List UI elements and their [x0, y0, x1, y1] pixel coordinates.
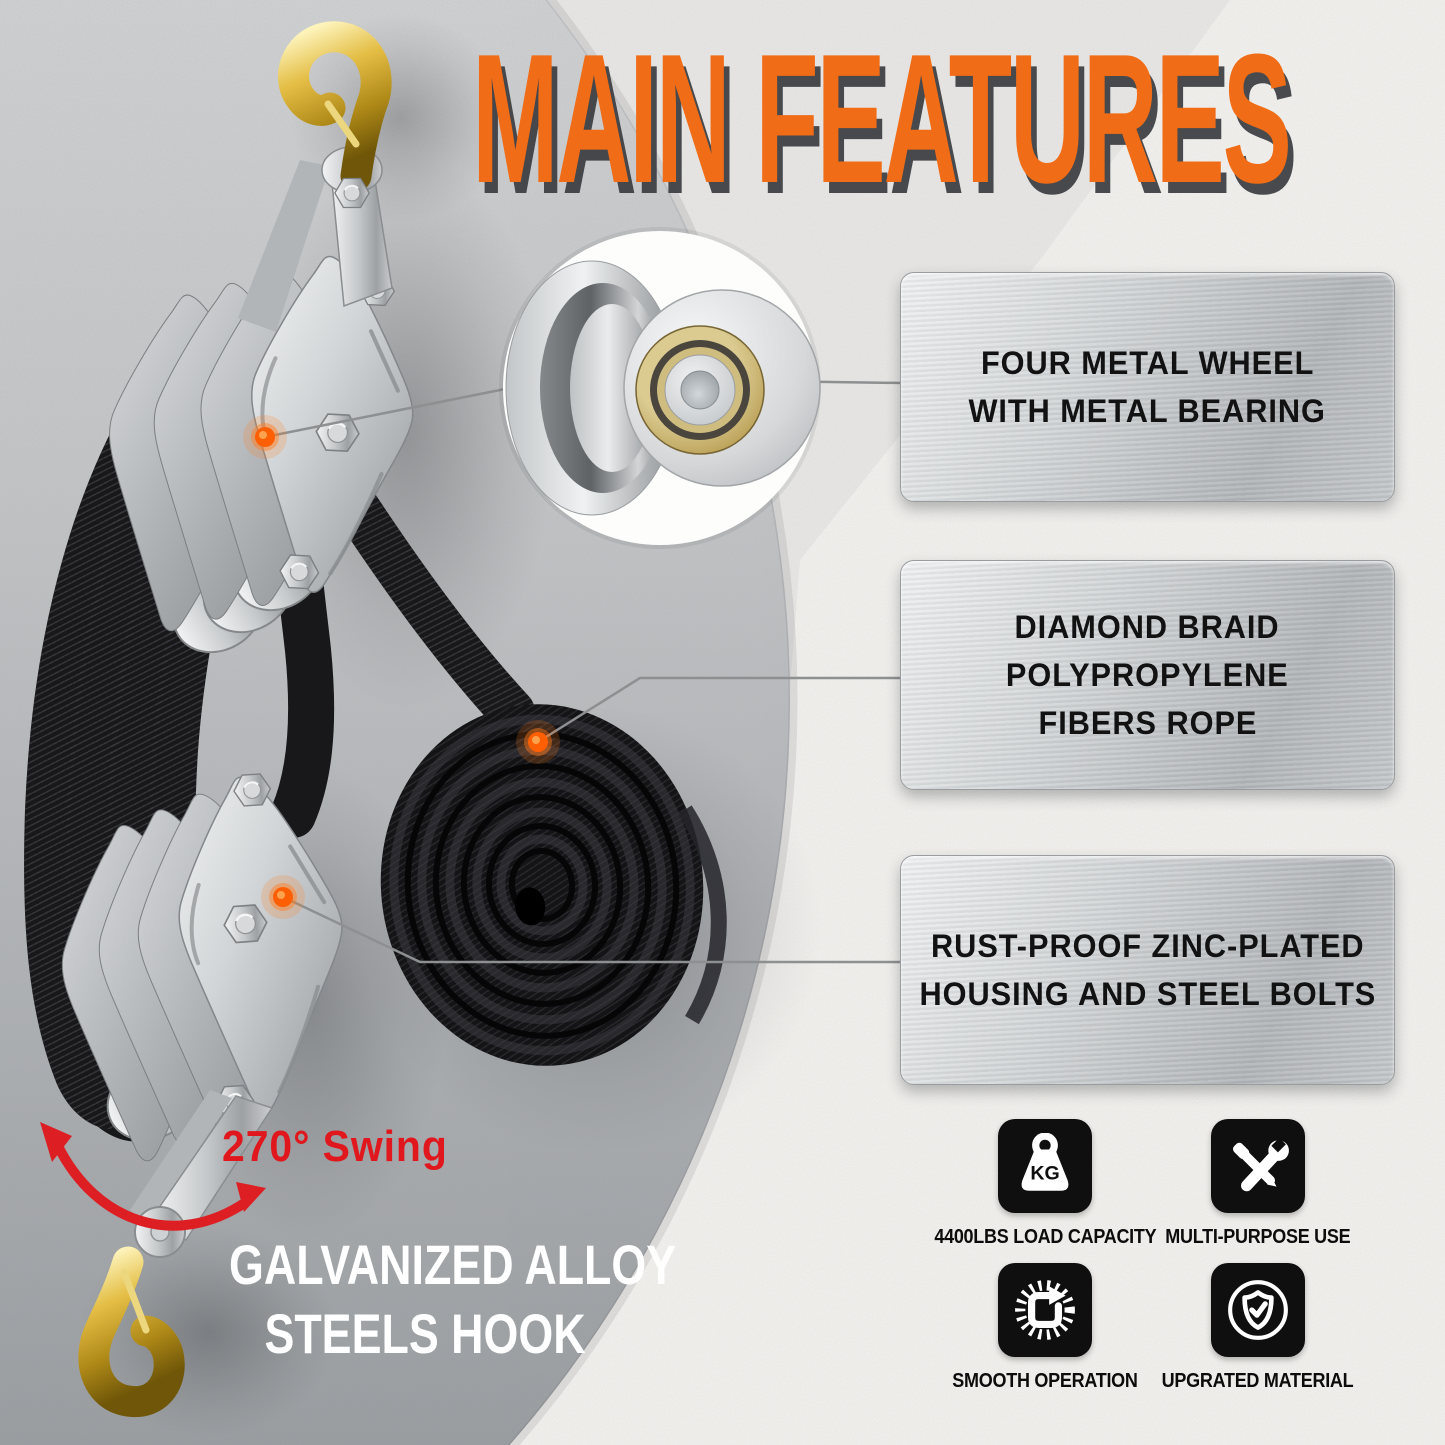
feature-plate-line: POLYPROPYLENE	[1006, 657, 1289, 693]
lower-swivel-strap	[150, 1095, 274, 1242]
hook-caption: GALVANIZED ALLOY STEELS HOOK	[229, 1230, 677, 1368]
badge-caption: SMOOTH OPERATION	[952, 1370, 1138, 1392]
swing-annotation: 270° Swing	[222, 1122, 448, 1171]
feature-plate-rope: DIAMOND BRAID POLYPROPYLENE FIBERS ROPE	[900, 560, 1395, 790]
svg-text:KG: KG	[1030, 1162, 1059, 1184]
badge-tile	[1211, 1119, 1305, 1213]
top-hook	[278, 21, 392, 192]
feature-plate-line: HOUSING AND STEEL BOLTS	[919, 976, 1376, 1012]
feature-plate-housing: RUST-PROOF ZINC-PLATED HOUSING AND STEEL…	[900, 855, 1395, 1085]
feature-plate-line: RUST-PROOF ZINC-PLATED	[930, 928, 1365, 964]
weight-kg-icon: KG	[1021, 1133, 1069, 1191]
gear-rotation-icon	[1015, 1280, 1075, 1340]
callout-dot-housing	[261, 875, 305, 919]
feature-plate-line: FIBERS ROPE	[1038, 705, 1257, 741]
shield-check-icon	[1228, 1280, 1288, 1340]
callout-dots	[243, 415, 560, 919]
callout-line-rope	[537, 676, 902, 744]
badge-load-capacity: KG 4400LBS LOAD CAPACITY	[933, 1119, 1157, 1249]
feature-plate-line: WITH METAL BEARING	[968, 393, 1327, 429]
swing-arrow	[40, 1122, 266, 1231]
feature-plate-wheel: FOUR METAL WHEEL WITH METAL BEARING	[900, 272, 1395, 502]
upper-pulley-block	[98, 21, 420, 654]
badge-tile	[1211, 1263, 1305, 1357]
callout-dot-wheel	[243, 415, 287, 459]
bottom-hook	[78, 1246, 185, 1418]
hook-caption-line: STEELS HOOK	[264, 1302, 586, 1365]
badge-caption: UPGRATED MATERIAL	[1162, 1370, 1354, 1392]
badge-tile	[998, 1263, 1092, 1357]
badge-caption: MULTI-PURPOSE USE	[1165, 1226, 1351, 1248]
callout-dot-rope	[516, 720, 560, 764]
callout-line-housing	[282, 895, 902, 964]
page-title: MAIN FEATURES	[472, 15, 1292, 221]
upper-strap-left-arm	[238, 160, 330, 332]
badge-multi-purpose: MULTI-PURPOSE USE	[1148, 1119, 1368, 1249]
badge-tile: KG	[998, 1119, 1092, 1213]
tools-icon	[1232, 1137, 1289, 1192]
feature-plate-line: FOUR METAL WHEEL	[980, 345, 1315, 381]
rope-coil-illustration	[380, 704, 727, 1066]
lower-pulley-block	[40, 769, 357, 1418]
badge-upgrated-material: UPGRATED MATERIAL	[1148, 1263, 1368, 1393]
hook-caption-line: GALVANIZED ALLOY	[229, 1233, 677, 1296]
wheel-inset	[499, 227, 821, 549]
feature-plate-line: DIAMOND BRAID	[1014, 609, 1281, 645]
badge-caption: 4400LBS LOAD CAPACITY	[933, 1226, 1157, 1248]
badge-smooth-operation: SMOOTH OPERATION	[935, 1263, 1155, 1393]
